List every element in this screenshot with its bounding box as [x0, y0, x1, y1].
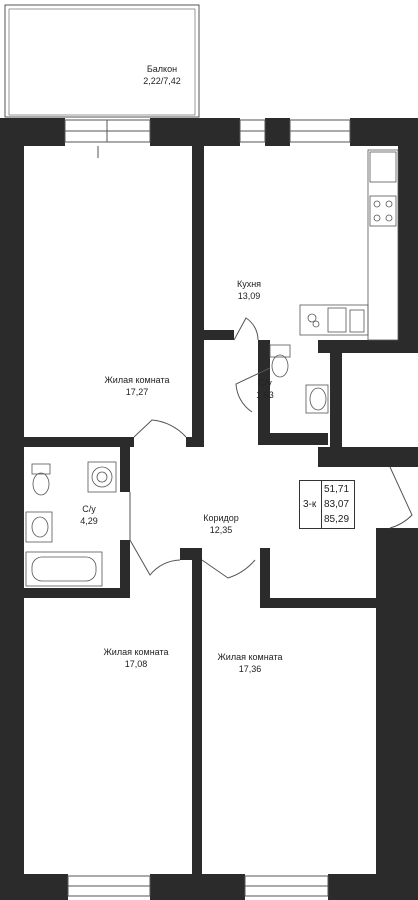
- total-with-balcony-value: 85,29: [324, 514, 350, 525]
- living-bottom-right-name: Жилая комната: [217, 652, 283, 662]
- living-top-name: Жилая комната: [104, 375, 170, 385]
- corridor-name: Коридор: [203, 513, 239, 523]
- living-bottom-right-label: Жилая комната 17,36: [217, 651, 282, 675]
- living-bottom-left-area: 17,08: [124, 659, 148, 669]
- apartment-summary: 3-к 51,71 83,07 85,29: [299, 480, 355, 529]
- windows: [64, 119, 351, 897]
- corridor-label: Коридор 12,35: [203, 512, 239, 536]
- bath-big-area: 4,29: [80, 516, 98, 526]
- bath-big-label: С/у 4,29: [80, 503, 98, 527]
- walls: [0, 118, 418, 900]
- bath-big-name: С/у: [82, 504, 96, 514]
- summary-divider: [321, 481, 322, 528]
- balcony-area: 2,22/7,42: [143, 76, 181, 86]
- doors: [97, 146, 413, 579]
- living-bottom-left-name: Жилая комната: [103, 647, 169, 657]
- bath-small-label: С/у 1,63: [256, 377, 274, 401]
- living-bottom-left-label: Жилая комната 17,08: [103, 646, 168, 670]
- bath-small-name: С/у: [258, 378, 272, 388]
- living-top-area: 17,27: [125, 387, 149, 397]
- kitchen-name: Кухня: [236, 279, 262, 289]
- apartment-type: 3-к: [303, 499, 317, 510]
- total-area-value: 83,07: [324, 499, 350, 510]
- balcony: [4, 4, 200, 118]
- balcony-name: Балкон: [146, 64, 178, 74]
- kitchen-label: Кухня 13,09: [237, 278, 261, 302]
- bath-small-area: 1,63: [256, 390, 274, 400]
- living-area-value: 51,71: [324, 484, 350, 495]
- kitchen-fixtures: [299, 149, 399, 341]
- kitchen-area: 13,09: [237, 291, 261, 301]
- living-bottom-right-area: 17,36: [238, 664, 262, 674]
- bathroom-fixtures: [25, 344, 329, 587]
- living-top-label: Жилая комната 17,27: [104, 374, 169, 398]
- corridor-area: 12,35: [209, 525, 233, 535]
- balcony-label: Балкон 2,22/7,42: [143, 63, 181, 87]
